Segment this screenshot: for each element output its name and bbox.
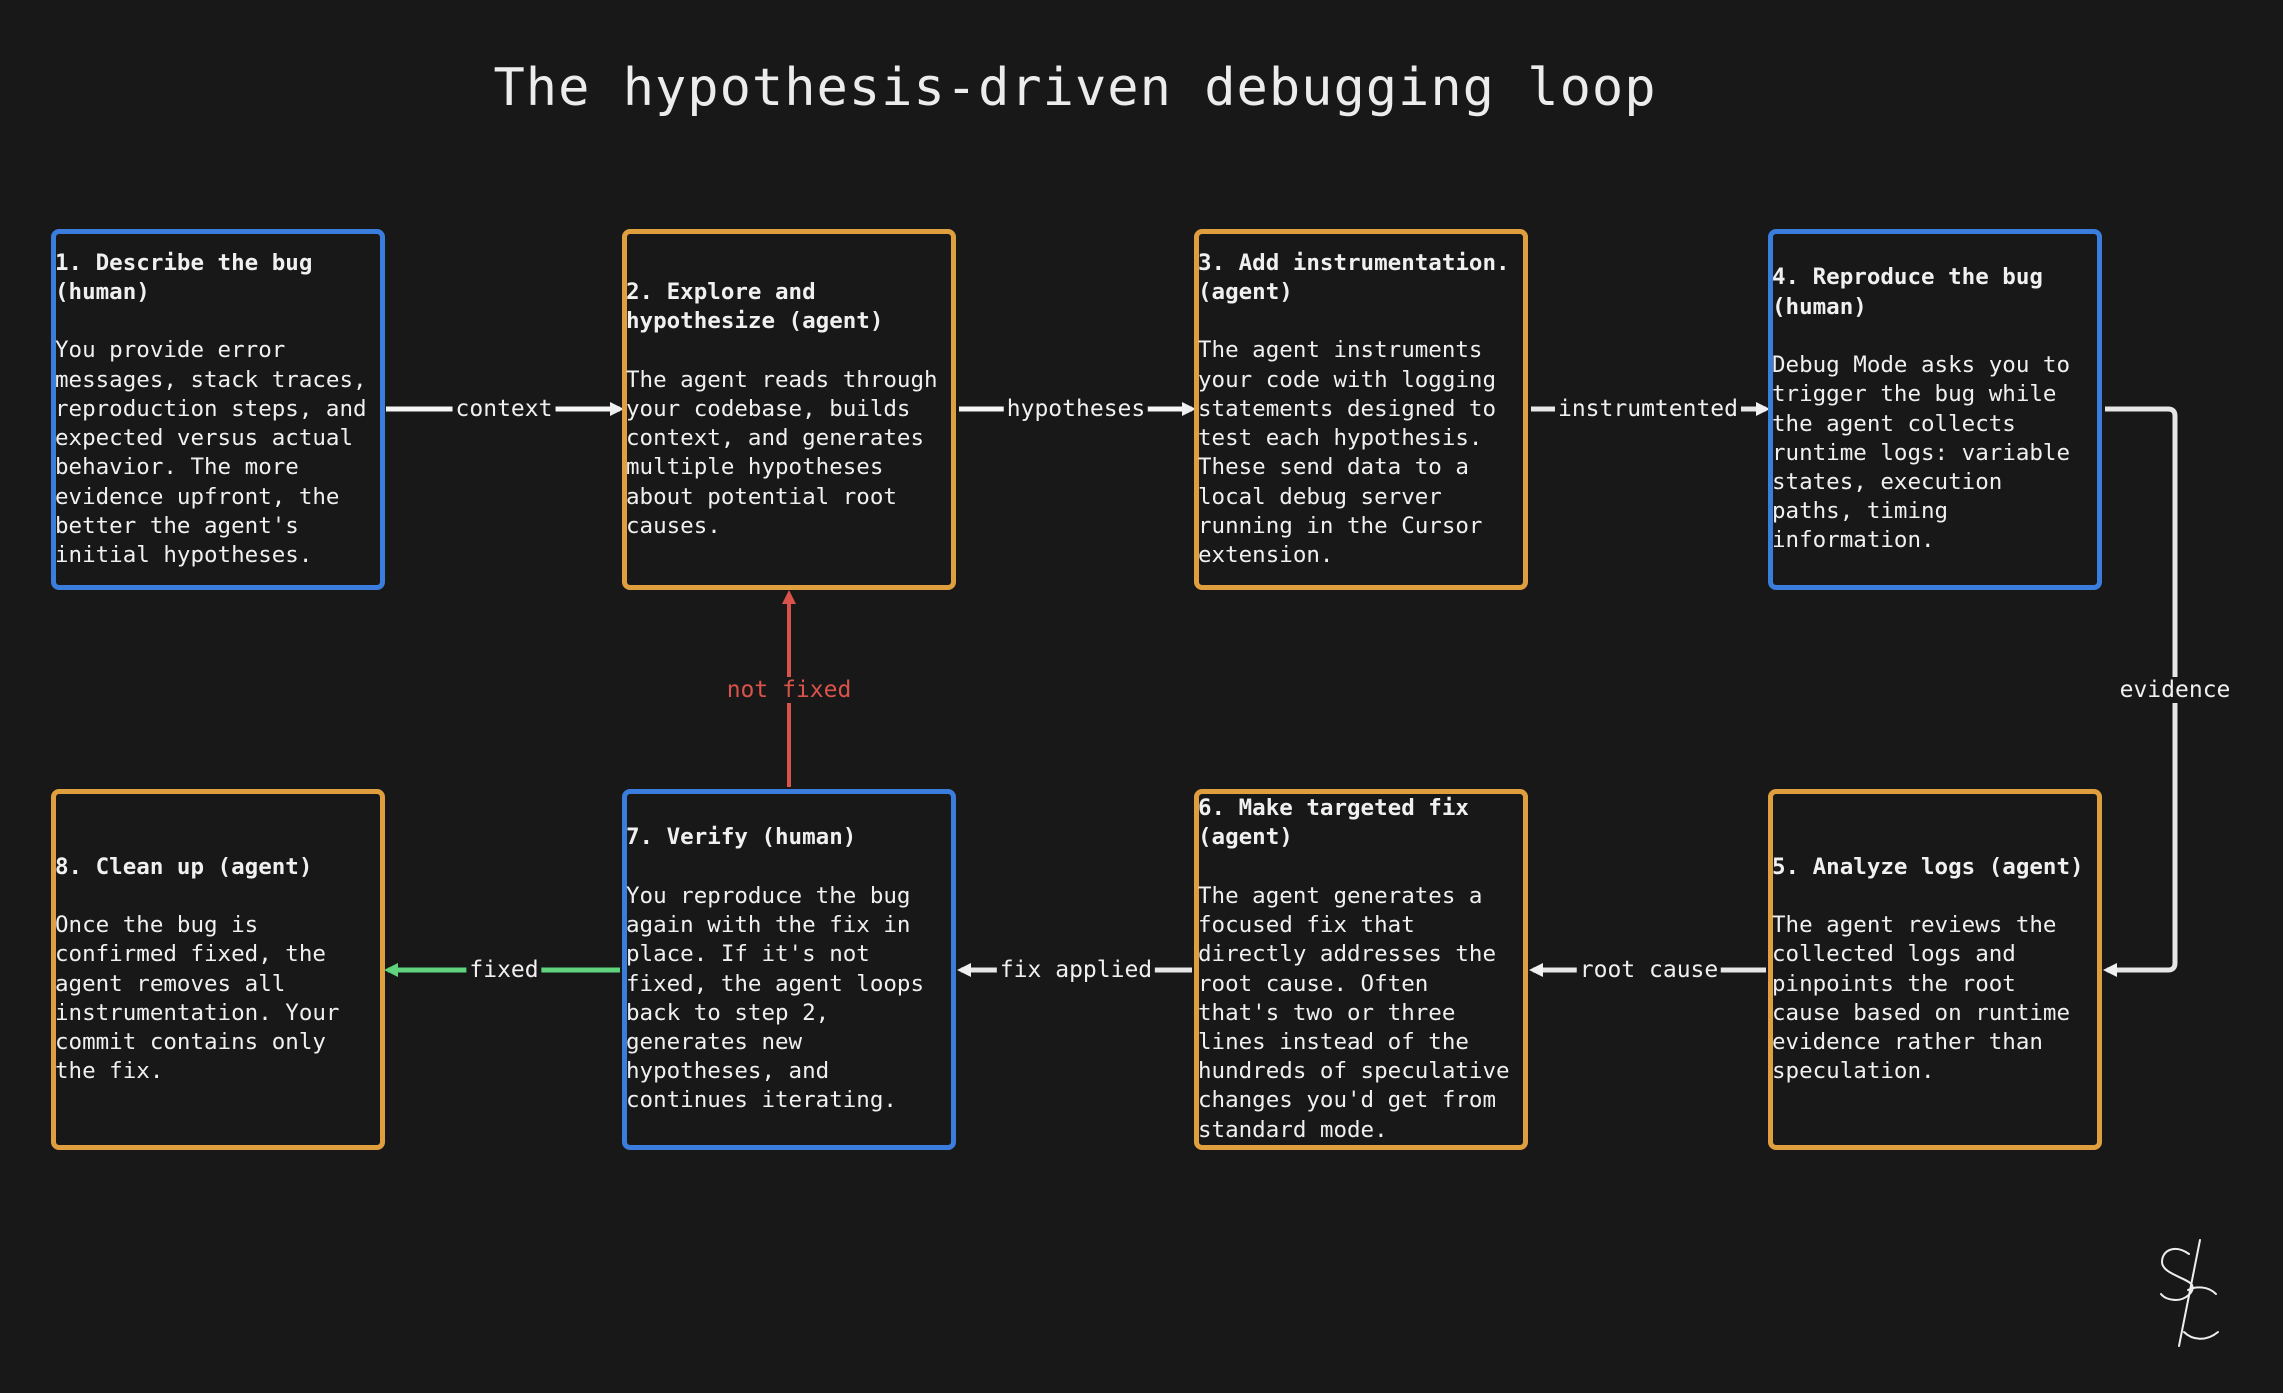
step-title: 6. Make targeted fix (agent) xyxy=(1198,795,1469,851)
step-5-analyze-logs: 5. Analyze logs (agent) The agent reviews… xyxy=(1768,789,2102,1150)
step-body: You reproduce the bug again with the fix… xyxy=(626,882,925,1114)
edge-label-root-cause: root cause xyxy=(1576,957,1722,983)
step-title: 8. Clean up (agent) xyxy=(55,853,313,880)
step-body: You provide error messages, stack traces… xyxy=(55,337,367,568)
step-1-describe-bug: 1. Describe the bug (human) You provide e… xyxy=(51,229,385,590)
edge-label-not-fixed: not fixed xyxy=(723,677,855,703)
step-4-reproduce-bug: 4. Reproduce the bug (human) Debug Mode a… xyxy=(1768,229,2102,590)
diagram-title: The hypothesis-driven debugging loop xyxy=(493,58,1657,118)
step-3-add-instrumentation: 3. Add instrumentation. (agent) The agent… xyxy=(1194,229,1528,590)
step-body: The agent instruments your code with log… xyxy=(1198,337,1497,568)
edge-label-instrumented: instrumtented xyxy=(1554,396,1742,422)
step-body: The agent reviews the collected logs and… xyxy=(1772,912,2071,1085)
step-title: 1. Describe the bug (human) xyxy=(55,249,313,306)
edge-label-hypotheses: hypotheses xyxy=(1003,396,1149,422)
step-title: 3. Add instrumentation. (agent) xyxy=(1198,249,1510,306)
step-body: Once the bug is confirmed fixed, the age… xyxy=(55,912,340,1085)
step-7-verify: 7. Verify (human) You reproduce the bug a… xyxy=(622,789,956,1150)
step-body: The agent generates a focused fix that d… xyxy=(1198,882,1510,1143)
step-8-clean-up: 8. Clean up (agent) Once the bug is confi… xyxy=(51,789,385,1150)
logo-icon xyxy=(2160,1239,2219,1347)
step-2-explore-hypothesize: 2. Explore and hypothesize (agent) The ag… xyxy=(622,229,956,590)
step-title: 4. Reproduce the bug (human) xyxy=(1772,264,2043,320)
edge-label-fixed: fixed xyxy=(466,957,542,983)
edge-label-context: context xyxy=(452,396,556,422)
edge-label-evidence: evidence xyxy=(2116,677,2234,703)
step-title: 2. Explore and hypothesize (agent) xyxy=(626,279,884,335)
step-6-make-fix: 6. Make targeted fix (agent) The agent ge… xyxy=(1194,789,1528,1150)
step-title: 5. Analyze logs (agent) xyxy=(1772,853,2084,880)
step-body: The agent reads through your codebase, b… xyxy=(626,366,938,539)
step-title: 7. Verify (human) xyxy=(626,824,857,851)
step-body: Debug Mode asks you to trigger the bug w… xyxy=(1772,352,2071,554)
edge-label-fix-applied: fix applied xyxy=(996,957,1156,983)
